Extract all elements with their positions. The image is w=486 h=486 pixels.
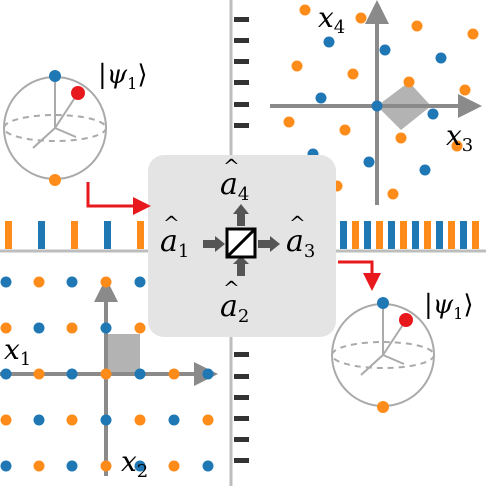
lattice-point [0,322,12,334]
lattice-point [0,414,12,426]
lattice-point [66,368,78,380]
lattice-point [419,164,431,176]
lattice-unit-cell [106,334,140,374]
lattice-point [33,460,45,472]
lattice-point [66,460,78,472]
lattice-point [403,76,415,88]
lattice-point [33,414,45,426]
lattice-point [411,20,423,32]
lattice-point [168,460,180,472]
south-pole-dot [377,401,389,413]
lattice-point [459,84,471,96]
lattice-point [100,322,112,334]
lattice-point [451,140,463,152]
lattice-point [371,100,383,112]
north-pole-dot [377,297,389,309]
lattice-point [134,322,146,334]
operator-a1: a1 [160,213,189,261]
left-bar-pattern [5,221,144,249]
lattice-point [168,368,180,380]
right-bar-pattern [340,221,479,249]
lattice-point [134,368,146,380]
lattice-point [427,108,439,120]
operator-a3: a3 [286,213,315,261]
beam-splitter-arrows [203,204,280,276]
lattice-point [299,4,311,16]
upper-tick-marks [234,17,249,128]
square-lattice [0,276,218,476]
lattice-point [387,188,399,200]
lattice-point [467,28,479,40]
lattice-point [100,368,112,380]
lattice-point [100,414,112,426]
lattice-point [435,52,447,64]
lattice-point [66,322,78,334]
lattice-point [100,276,112,288]
lattice-point [134,414,146,426]
lattice-point [168,414,180,426]
lattice-point [202,368,214,380]
lattice-point [379,44,391,56]
lattice-point [0,368,12,380]
operator-a2: a2 [220,278,249,326]
x1-label: x1 [4,333,32,370]
lattice-point [66,414,78,426]
state-dot [71,86,85,100]
lattice-point [134,460,146,472]
state-dot [399,313,413,327]
lattice-point [202,414,214,426]
lattice-point [395,132,407,144]
x2-label: x2 [121,445,149,482]
bloch-sphere-input [3,70,107,186]
x3-label: x3 [446,119,474,156]
lattice-point [339,124,351,136]
lattice-point [291,60,303,72]
lattice-point [315,92,327,104]
lattice-point [33,368,45,380]
north-pole-dot [49,70,61,82]
output-flow-arrow [338,260,381,291]
bloch-sphere-output [331,297,435,413]
lattice-point [66,276,78,288]
lattice-point [355,12,367,24]
south-pole-dot [49,174,61,186]
lattice-point [323,36,335,48]
beam-splitter-icon [225,227,257,259]
operator-a4: a4 [220,156,249,204]
lattice-point [0,460,12,472]
input-flow-arrow [86,182,151,215]
lattice-point [33,322,45,334]
lattice-point [347,68,359,80]
x4-label: x4 [318,1,346,38]
lattice-point [33,276,45,288]
lower-tick-marks [234,352,249,463]
lattice-point [283,116,295,128]
ket-psi1-input: |ψ1⟩ [98,60,148,93]
lattice-point [134,276,146,288]
ket-psi1-output: |ψ1⟩ [424,290,474,323]
lattice-point [363,156,375,168]
lattice-point [100,460,112,472]
lattice-point [0,276,12,288]
lattice-point [202,460,214,472]
